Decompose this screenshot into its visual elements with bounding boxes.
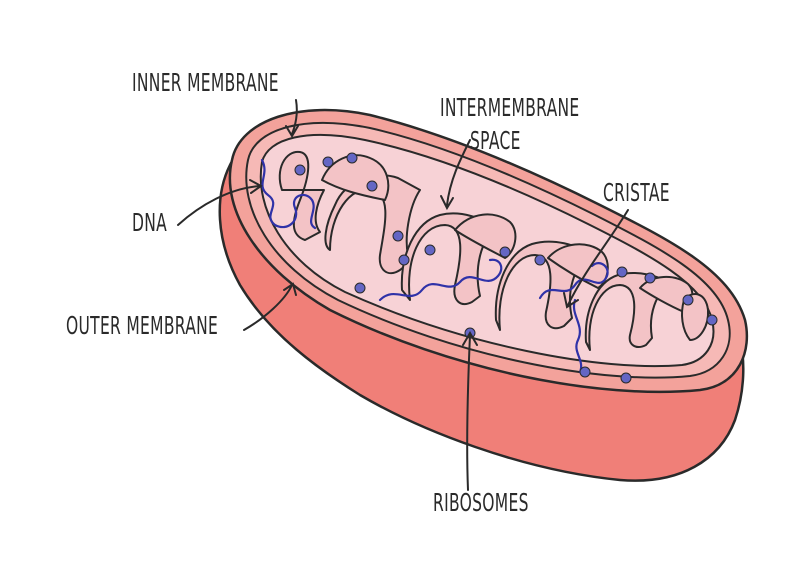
ribosome-dot xyxy=(534,254,546,266)
ribosome-dot xyxy=(706,314,718,326)
ribosome-dot xyxy=(682,294,694,306)
inner-membrane-label: INNER MEMBRANE xyxy=(132,68,279,97)
leader-line xyxy=(243,282,297,331)
ribosome-dot xyxy=(366,180,378,192)
ribosomes-label: RIBOSOMES xyxy=(433,488,529,517)
ribosome-dot xyxy=(616,266,628,278)
crista-fold xyxy=(681,293,710,341)
dna-strand xyxy=(260,158,317,230)
leader-line xyxy=(177,179,263,226)
dna-group xyxy=(260,158,609,374)
ribosome-dot xyxy=(354,282,366,294)
dna-strand xyxy=(378,258,503,302)
leader-line xyxy=(462,331,478,491)
ribosome-dot xyxy=(322,156,334,168)
outer-membrane-label: OUTER MEMBRANE xyxy=(66,311,219,340)
crista-fold xyxy=(454,213,517,259)
intermembrane-label-line2: SPACE xyxy=(470,126,521,155)
leader-line xyxy=(440,139,471,211)
leader-lines xyxy=(177,99,629,491)
ribosome-dot xyxy=(398,254,410,266)
ribosome-dot xyxy=(644,272,656,284)
ribosome-dot xyxy=(346,152,358,164)
ribosome-dot xyxy=(579,366,591,378)
leader-line xyxy=(285,99,299,138)
ribosome-dot xyxy=(294,164,306,176)
ribosome-dot xyxy=(499,246,511,258)
ribosome-dot xyxy=(424,244,436,256)
intermembrane-label-line1: INTERMEMBRANE xyxy=(440,93,580,122)
cristae-label: CRISTAE xyxy=(603,178,670,207)
dna-label: DNA xyxy=(132,208,168,237)
dna-strand xyxy=(538,262,609,374)
ribosome-dot xyxy=(392,230,404,242)
ribosome-dot xyxy=(620,372,632,384)
leader-line xyxy=(563,209,629,309)
